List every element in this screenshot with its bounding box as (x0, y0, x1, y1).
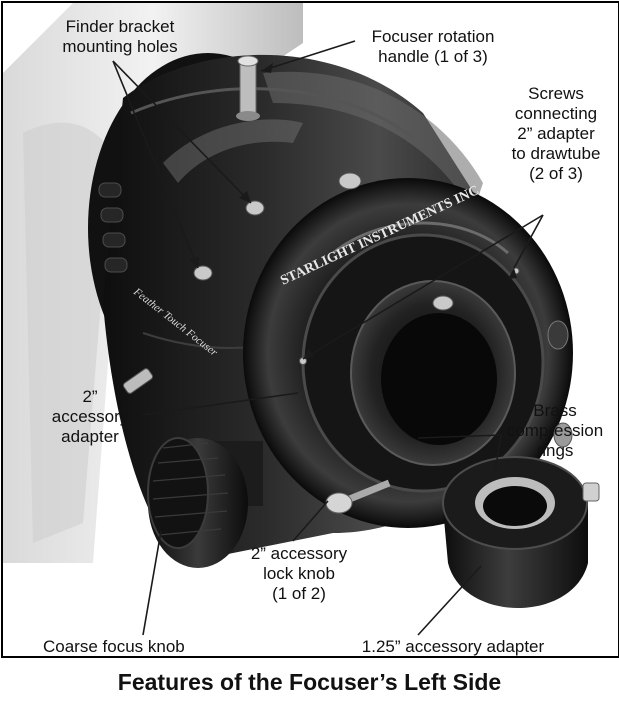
side-screw (547, 320, 569, 350)
figure-caption: Features of the Focuser’s Left Side (117, 669, 502, 695)
label-rotation-handle: Focuser rotation handle (1 of 3) (371, 27, 495, 66)
label-coarse-focus-knob: Coarse focus knob (43, 637, 185, 656)
coarse-focus-knob (147, 437, 263, 568)
leader-lines (112, 40, 544, 636)
rotation-handle (236, 55, 260, 121)
label-adapter-screws: Screws connecting 2” adapter to drawtube… (511, 84, 601, 183)
label-brass-compression-rings: Brass compression rings (506, 401, 604, 460)
label-2in-accessory-adapter: 2” accessory adapter (51, 387, 129, 446)
label-125-accessory-adapter: 1.25” accessory adapter (361, 637, 545, 656)
accessory-adapter-125 (442, 456, 600, 608)
small-tension-knob (122, 368, 154, 394)
front-ring (243, 178, 573, 528)
screw-heads (193, 172, 520, 365)
label-finder-bracket-holes: Finder bracket mounting holes (62, 17, 178, 56)
label-lock-knob: 2” accessory lock knob (1 of 2) (250, 544, 348, 603)
photo-frame: STARLIGHT INSTRUMENTS INC Feather Touch … (1, 1, 619, 658)
focuser-photo: STARLIGHT INSTRUMENTS INC Feather Touch … (3, 3, 600, 636)
